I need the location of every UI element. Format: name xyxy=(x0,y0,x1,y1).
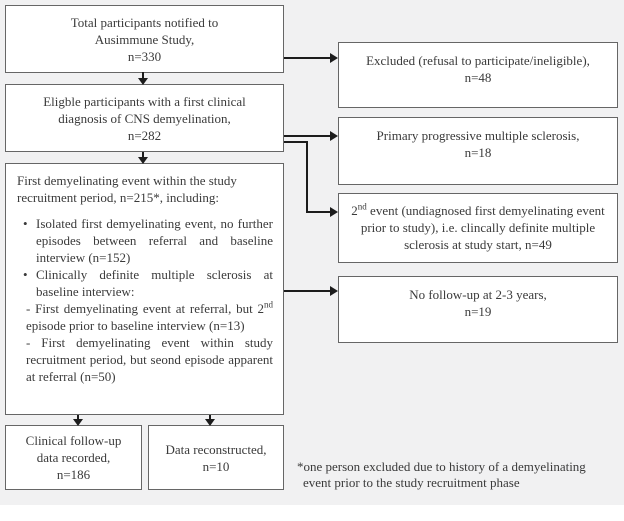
first-event-dash-recruitment: - First demyelinating event within study… xyxy=(26,335,273,384)
dash1-text: - First demyelinating event at referral,… xyxy=(26,301,264,316)
node-primary-progressive-ms: Primary progressive multiple sclerosis, … xyxy=(338,117,618,185)
first-event-dash-referral: - First demyelinating event at referral,… xyxy=(17,300,273,334)
second-event-text-cont: event (undiagnosed first demyelinating e… xyxy=(360,203,605,252)
footnote-line-1: *one person excluded due to history of a… xyxy=(297,459,586,474)
node-clinical-followup: Clinical follow-up data recorded, n=186 xyxy=(5,425,142,490)
node-data-reconstructed: Data reconstructed, n=10 xyxy=(148,425,284,490)
second-event-text: 2 xyxy=(351,203,358,218)
node-excluded: Excluded (refusal to participate/ineligi… xyxy=(338,42,618,108)
first-event-intro: First demyelinating event within the stu… xyxy=(17,173,237,205)
node-no-followup: No follow-up at 2-3 years, n=19 xyxy=(338,276,618,343)
second-event-superscript: nd xyxy=(357,201,367,212)
first-event-bullet-cdms: Clinically definite multiple sclerosis a… xyxy=(17,266,273,300)
node-eligible-participants: Eligble participants with a first clinic… xyxy=(5,84,284,152)
node-second-event: 2nd event (undiagnosed first demyelinati… xyxy=(338,193,618,263)
dash1-text-cont: episode prior to baseline interview (n=1… xyxy=(26,318,245,333)
footnote: *one person excluded due to history of a… xyxy=(297,459,619,491)
node-total-participants: Total participants notified to Ausimmune… xyxy=(5,5,284,73)
dash1-superscript: nd xyxy=(264,299,273,310)
first-event-bullet-isolated: Isolated first demyelinating event, no f… xyxy=(17,215,273,266)
node-first-demyelinating-event: First demyelinating event within the stu… xyxy=(5,163,284,415)
footnote-line-2: event prior to the study recruitment pha… xyxy=(303,475,520,490)
